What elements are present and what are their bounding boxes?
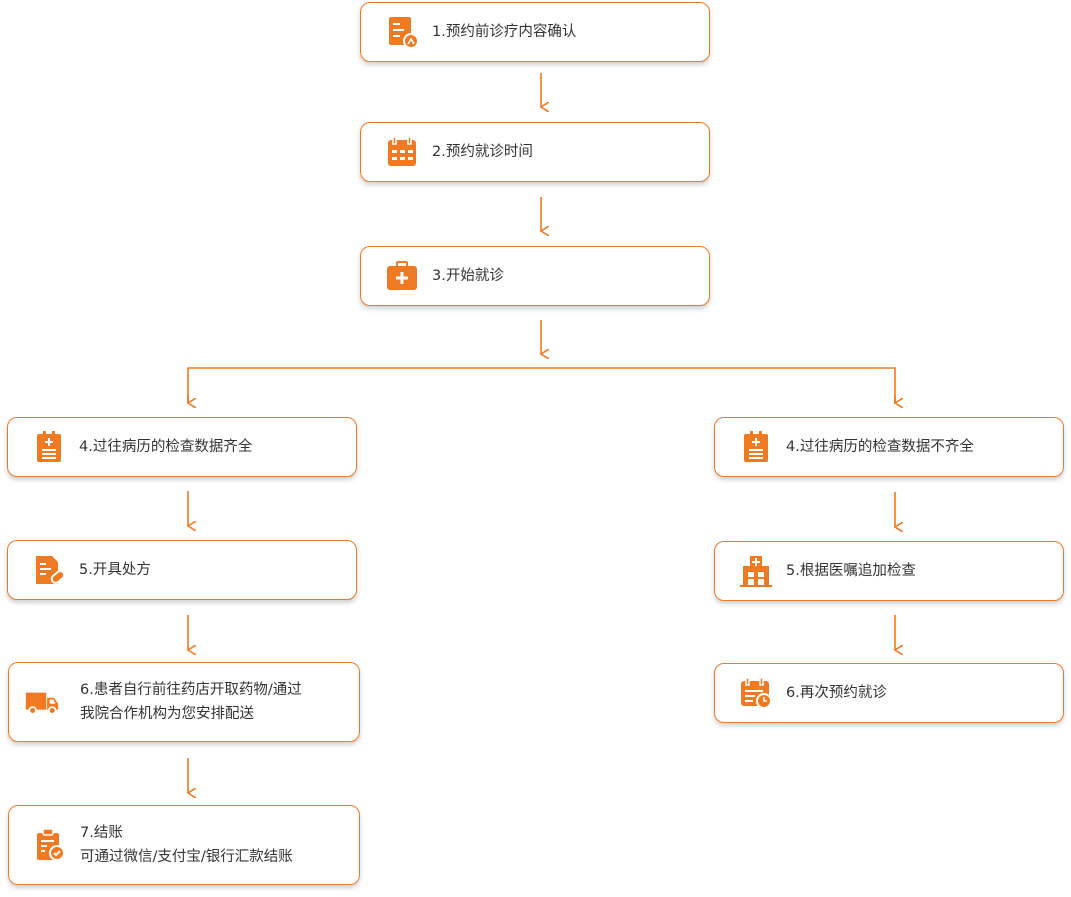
left-step-7-box: 7.结账可通过微信/支付宝/银行汇款结账 <box>8 805 360 885</box>
right-step-6-box: 6.再次预约就诊 <box>714 663 1064 723</box>
document-user-icon <box>385 15 419 49</box>
clipboard-check-icon <box>33 828 67 862</box>
left-step-6-box: 6.患者自行前往药店开取药物/通过我院合作机构为您安排配送 <box>8 662 360 742</box>
right-step-4-box: 4.过往病历的检查数据不齐全 <box>714 417 1064 477</box>
step-label: 4.过往病历的检查数据不齐全 <box>786 439 974 455</box>
step-label: 5.根据医嘱追加检查 <box>786 563 916 579</box>
step-label: 3.开始就诊 <box>432 268 504 284</box>
calendar-icon <box>385 135 419 169</box>
right-step-5-box: 5.根据医嘱追加检查 <box>714 541 1064 601</box>
step-label: 6.再次预约就诊 <box>786 685 887 701</box>
step-label: 2.预约就诊时间 <box>432 144 533 160</box>
step-label: 5.开具处方 <box>79 562 151 578</box>
medical-kit-icon <box>385 259 419 293</box>
step-1-box: 1.预约前诊疗内容确认 <box>360 2 710 62</box>
step-label: 1.预约前诊疗内容确认 <box>432 24 577 40</box>
step-line-1: 7.结账 <box>80 825 123 841</box>
branch-line <box>187 367 896 403</box>
step-2-box: 2.预约就诊时间 <box>360 122 710 182</box>
medical-record-icon <box>32 430 66 464</box>
left-step-5-box: 5.开具处方 <box>7 540 357 600</box>
step-line-1: 6.患者自行前往药店开取药物/通过 <box>80 682 302 698</box>
step-label: 7.结账可通过微信/支付宝/银行汇款结账 <box>80 821 293 869</box>
hospital-icon <box>739 554 773 588</box>
step-3-box: 3.开始就诊 <box>360 246 710 306</box>
calendar-clock-icon <box>739 676 773 710</box>
step-line-2: 我院合作机构为您安排配送 <box>80 706 254 722</box>
step-label: 6.患者自行前往药店开取药物/通过我院合作机构为您安排配送 <box>80 678 302 726</box>
prescription-icon <box>32 553 66 587</box>
step-line-2: 可通过微信/支付宝/银行汇款结账 <box>80 849 293 865</box>
left-step-4-box: 4.过往病历的检查数据齐全 <box>7 417 357 477</box>
step-label: 4.过往病历的检查数据齐全 <box>79 439 253 455</box>
truck-icon <box>25 685 59 719</box>
medical-record-icon <box>739 430 773 464</box>
